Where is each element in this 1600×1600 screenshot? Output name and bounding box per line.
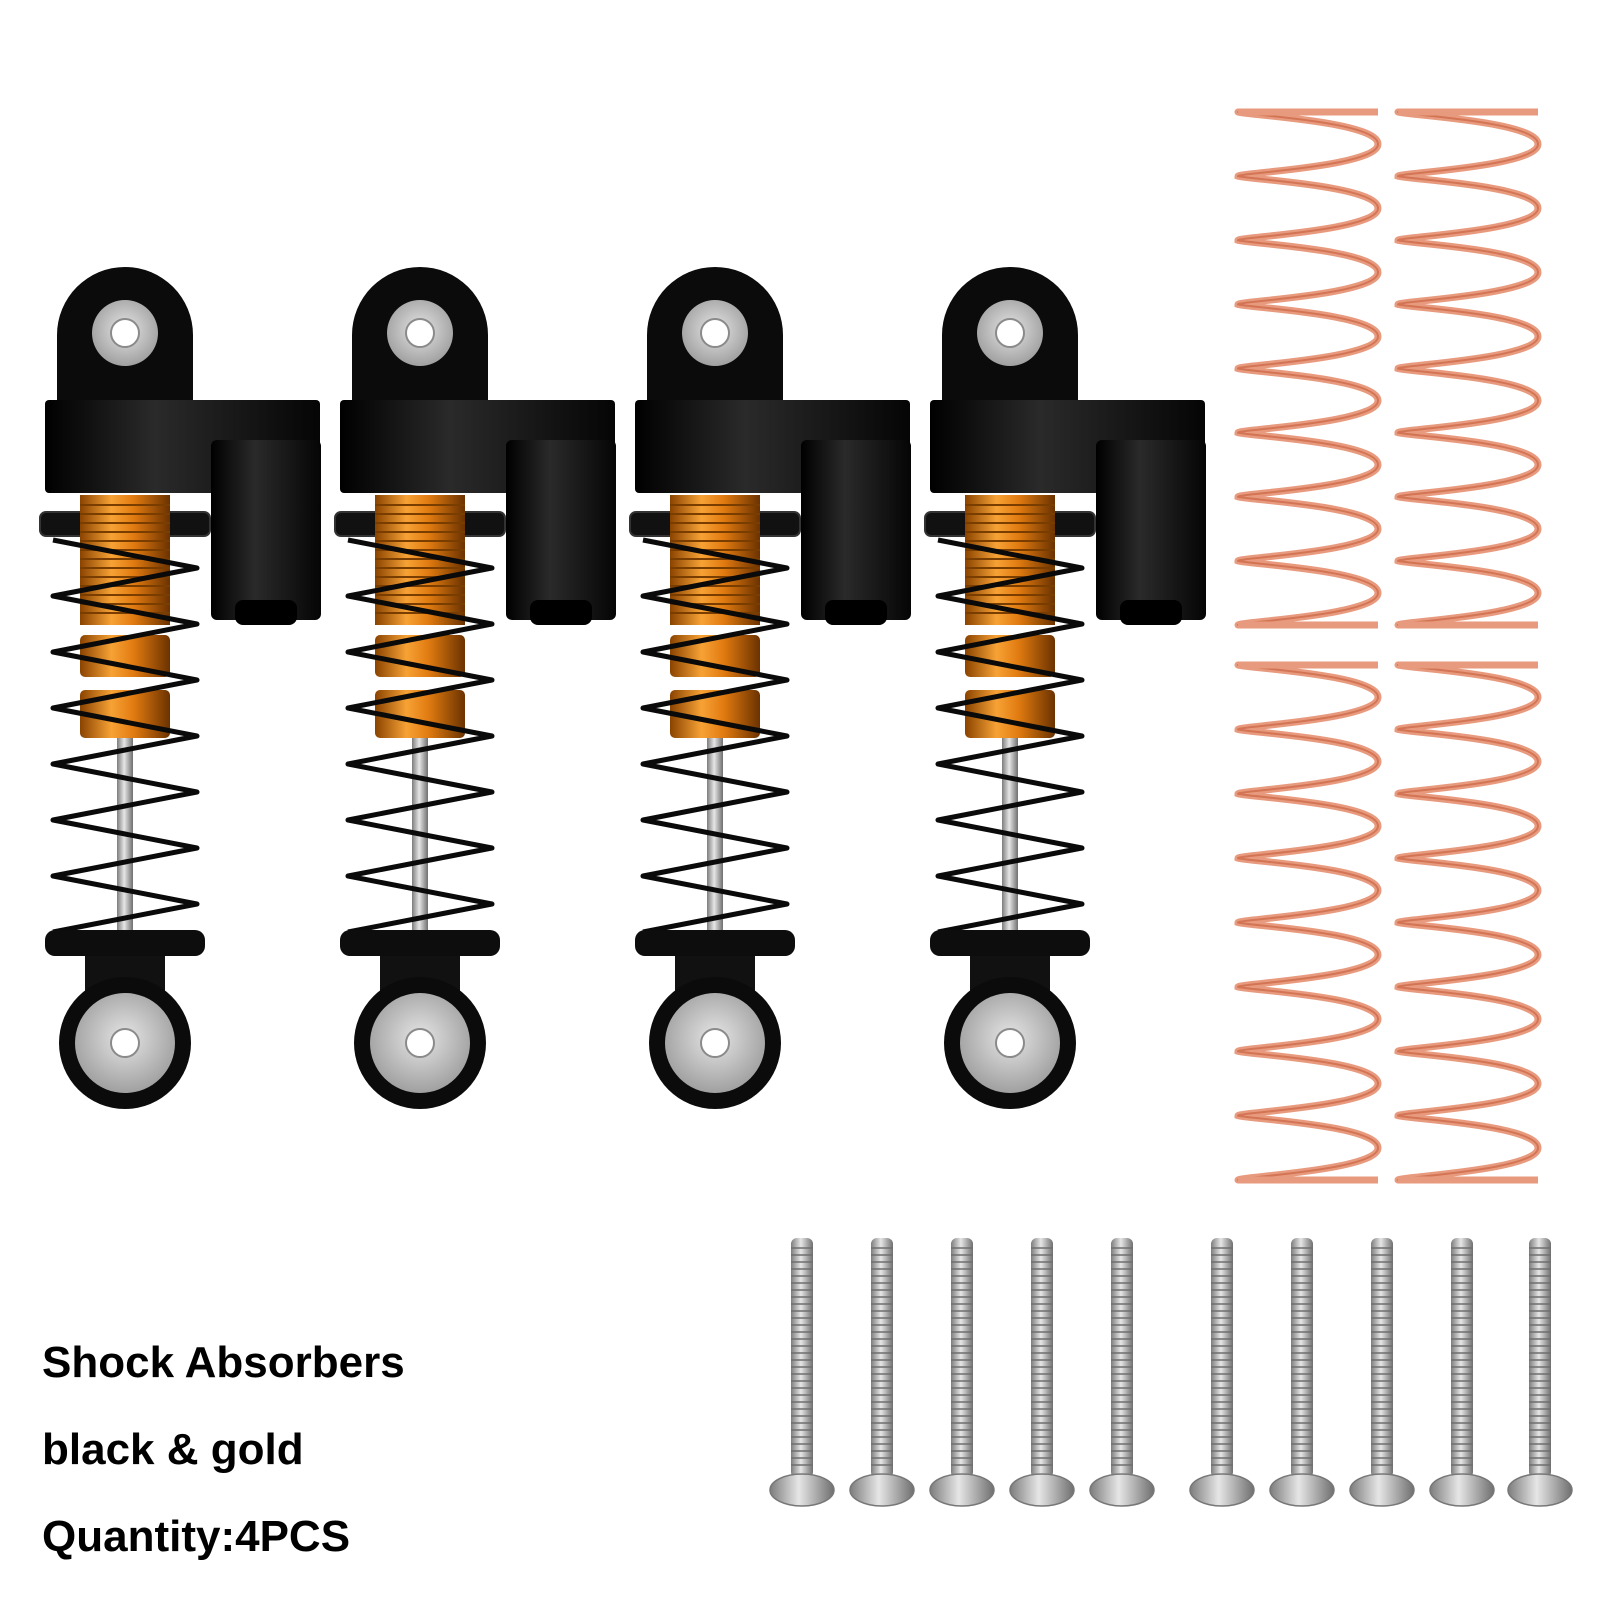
screws-group	[769, 1238, 1573, 1507]
screw	[1009, 1238, 1075, 1507]
screw	[1507, 1238, 1573, 1507]
screw	[849, 1238, 915, 1507]
quantity-label: Quantity:4PCS	[42, 1512, 351, 1561]
shock-absorber	[334, 267, 616, 1109]
screw	[929, 1238, 995, 1507]
copper-spring	[1234, 661, 1382, 1184]
shock-absorbers-group	[39, 267, 1206, 1109]
shock-absorber	[629, 267, 911, 1109]
screw	[1269, 1238, 1335, 1507]
copper-springs-group	[1234, 108, 1542, 1184]
screw	[769, 1238, 835, 1507]
screw	[1089, 1238, 1155, 1507]
shock-absorber	[924, 267, 1206, 1109]
screw	[1349, 1238, 1415, 1507]
copper-spring	[1234, 108, 1382, 629]
shock-absorber	[39, 267, 321, 1109]
color-variant-label: black & gold	[42, 1425, 304, 1474]
screw	[1429, 1238, 1495, 1507]
copper-spring	[1394, 661, 1542, 1184]
copper-spring	[1394, 108, 1542, 629]
screw	[1189, 1238, 1255, 1507]
product-title: Shock Absorbers	[42, 1338, 405, 1387]
